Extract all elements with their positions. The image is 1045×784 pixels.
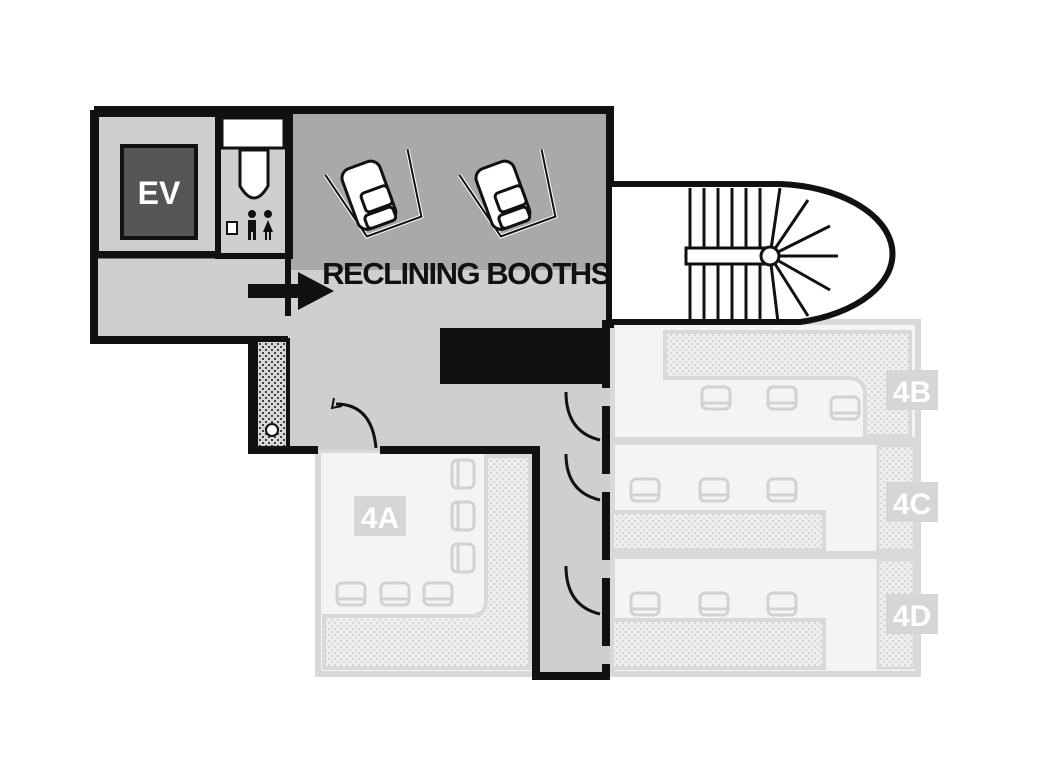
room-4d (609, 553, 921, 677)
room-tag-4d: 4D (886, 594, 938, 634)
reclining-chair-2 (457, 148, 558, 239)
room-4b (609, 319, 921, 443)
elevator-label: EV (138, 175, 181, 211)
svg-text:4B: 4B (893, 376, 931, 409)
reclining-booths-label: RECLINING BOOTHS (322, 256, 611, 291)
staircase (612, 181, 896, 325)
counter-block (440, 328, 610, 384)
reclining-chair-1 (323, 148, 424, 239)
reclining-booth-area (290, 112, 608, 270)
room-tag-4c: 4C (886, 482, 938, 522)
room-tag-4b: 4B (886, 370, 938, 410)
room-4c (609, 439, 921, 557)
elevator: EV (120, 144, 198, 240)
svg-text:4A: 4A (361, 502, 399, 535)
svg-text:4D: 4D (893, 600, 931, 633)
arrow-right-icon (248, 272, 334, 310)
svg-text:4C: 4C (893, 488, 931, 521)
room-4a (315, 447, 539, 677)
room-tag-4a: 4A (354, 496, 406, 536)
restroom-icon (226, 210, 273, 240)
restroom (220, 116, 286, 240)
